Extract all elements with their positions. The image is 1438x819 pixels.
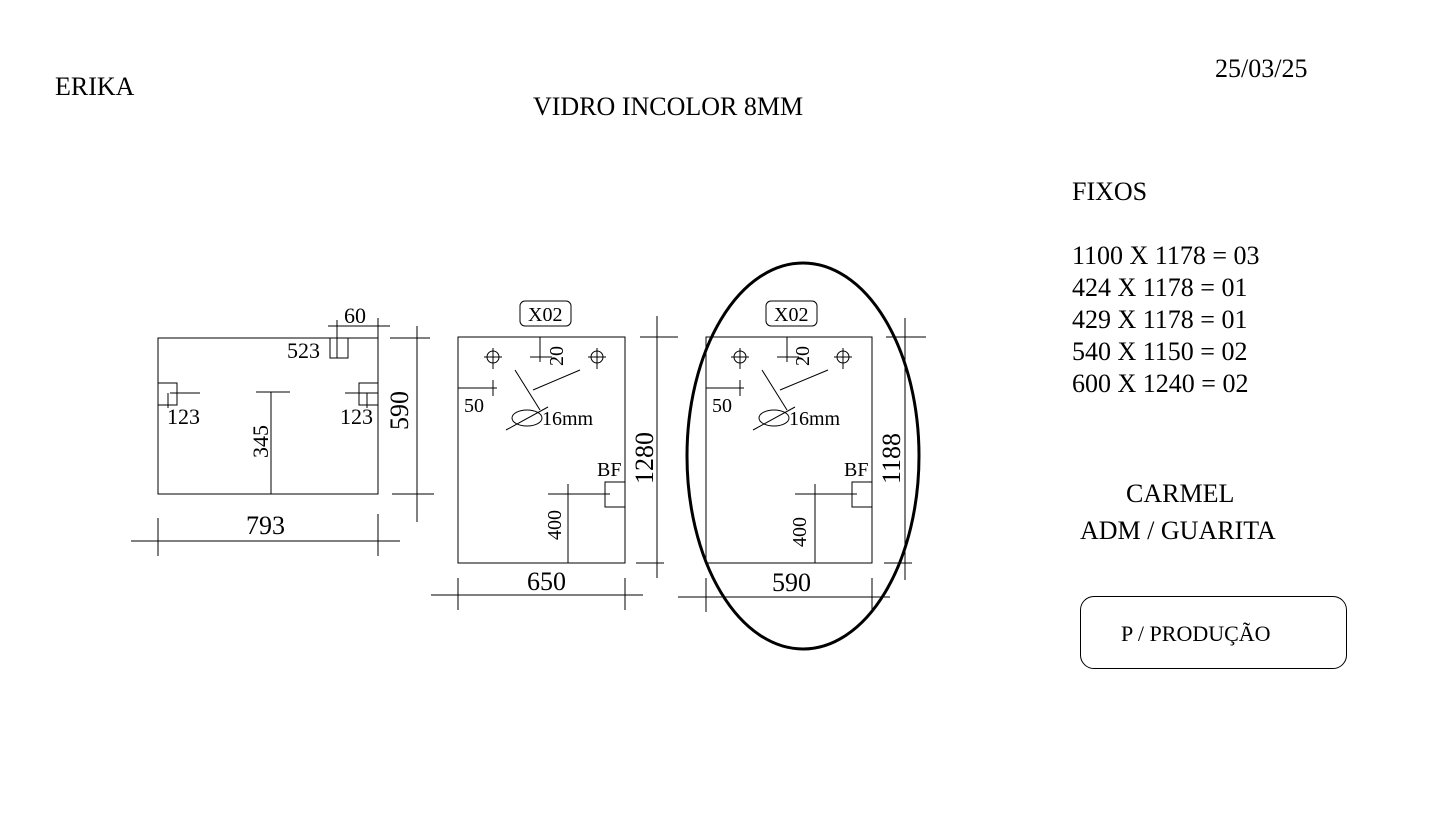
location-area: ADM / GUARITA [1080,516,1276,545]
fixos-item: 424 X 1178 = 01 [1072,273,1248,302]
piece-2-lock-height: 400 [544,510,566,540]
client-name: ERIKA [55,72,135,101]
piece-2-hole-diameter: 16mm [542,408,594,430]
piece-2-height: 1280 [630,432,659,484]
fixos-item: 600 X 1240 = 02 [1072,369,1249,398]
piece-3: X02 20 50 16mm BF 400 1188 [678,261,926,651]
production-label: P / PRODUÇÃO [1121,621,1271,646]
production-box: P / PRODUÇÃO [1080,596,1347,669]
piece-3-tag: X02 [774,304,808,326]
piece-2-hole-side: 50 [464,395,484,417]
piece-2-hole-top: 20 [546,346,568,366]
piece-3-diameter-icon [758,409,790,427]
fixos-list: 1100 X 1178 = 03 424 X 1178 = 01 429 X 1… [1072,240,1260,400]
piece-1-center-height: 345 [248,425,273,458]
fixos-item: 1100 X 1178 = 03 [1072,241,1260,270]
page-title: VIDRO INCOLOR 8MM [533,92,804,121]
piece-3-tag-box [765,300,818,327]
piece-1-notch-offset: 523 [287,338,320,363]
piece-1-right-cut-label: 123 [340,404,373,429]
piece-3-height: 1188 [877,433,906,484]
date: 25/03/25 [1215,54,1308,83]
piece-3-hole-side: 50 [712,395,732,417]
piece-3-outline [705,336,873,564]
piece-3-hole-top: 20 [792,346,814,366]
fixos-title: FIXOS [1072,177,1148,206]
piece-3-hole-diameter: 16mm [789,408,841,430]
piece-2-outline [457,336,626,564]
piece-2-diameter-icon [511,409,543,427]
piece-1-width: 793 [246,511,285,540]
piece-3-lock-height: 400 [789,517,811,547]
piece-2: X02 20 50 16mm BF 400 1280 [431,300,678,610]
location-name: CARMEL [1126,479,1235,508]
fixos-item: 540 X 1150 = 02 [1072,337,1248,366]
piece-3-width: 590 [772,568,811,597]
piece-1-left-cut-label: 123 [167,404,200,429]
fixos-item: 429 X 1178 = 01 [1072,305,1248,334]
piece-2-tag: X02 [528,304,562,326]
piece-1-height: 590 [385,391,414,430]
piece-2-lock-label: BF [597,459,621,481]
piece-1: 60 523 123 123 345 590 793 [131,303,434,556]
piece-1-outline [157,337,379,495]
piece-1-notch [329,337,349,359]
piece-3-lock-label: BF [844,459,868,481]
piece-1-right-cut [358,382,379,406]
piece-2-width: 650 [527,567,566,596]
highlight-ellipse [685,261,921,651]
piece-2-tag-box [519,300,572,327]
piece-1-notch-width: 60 [344,303,366,328]
